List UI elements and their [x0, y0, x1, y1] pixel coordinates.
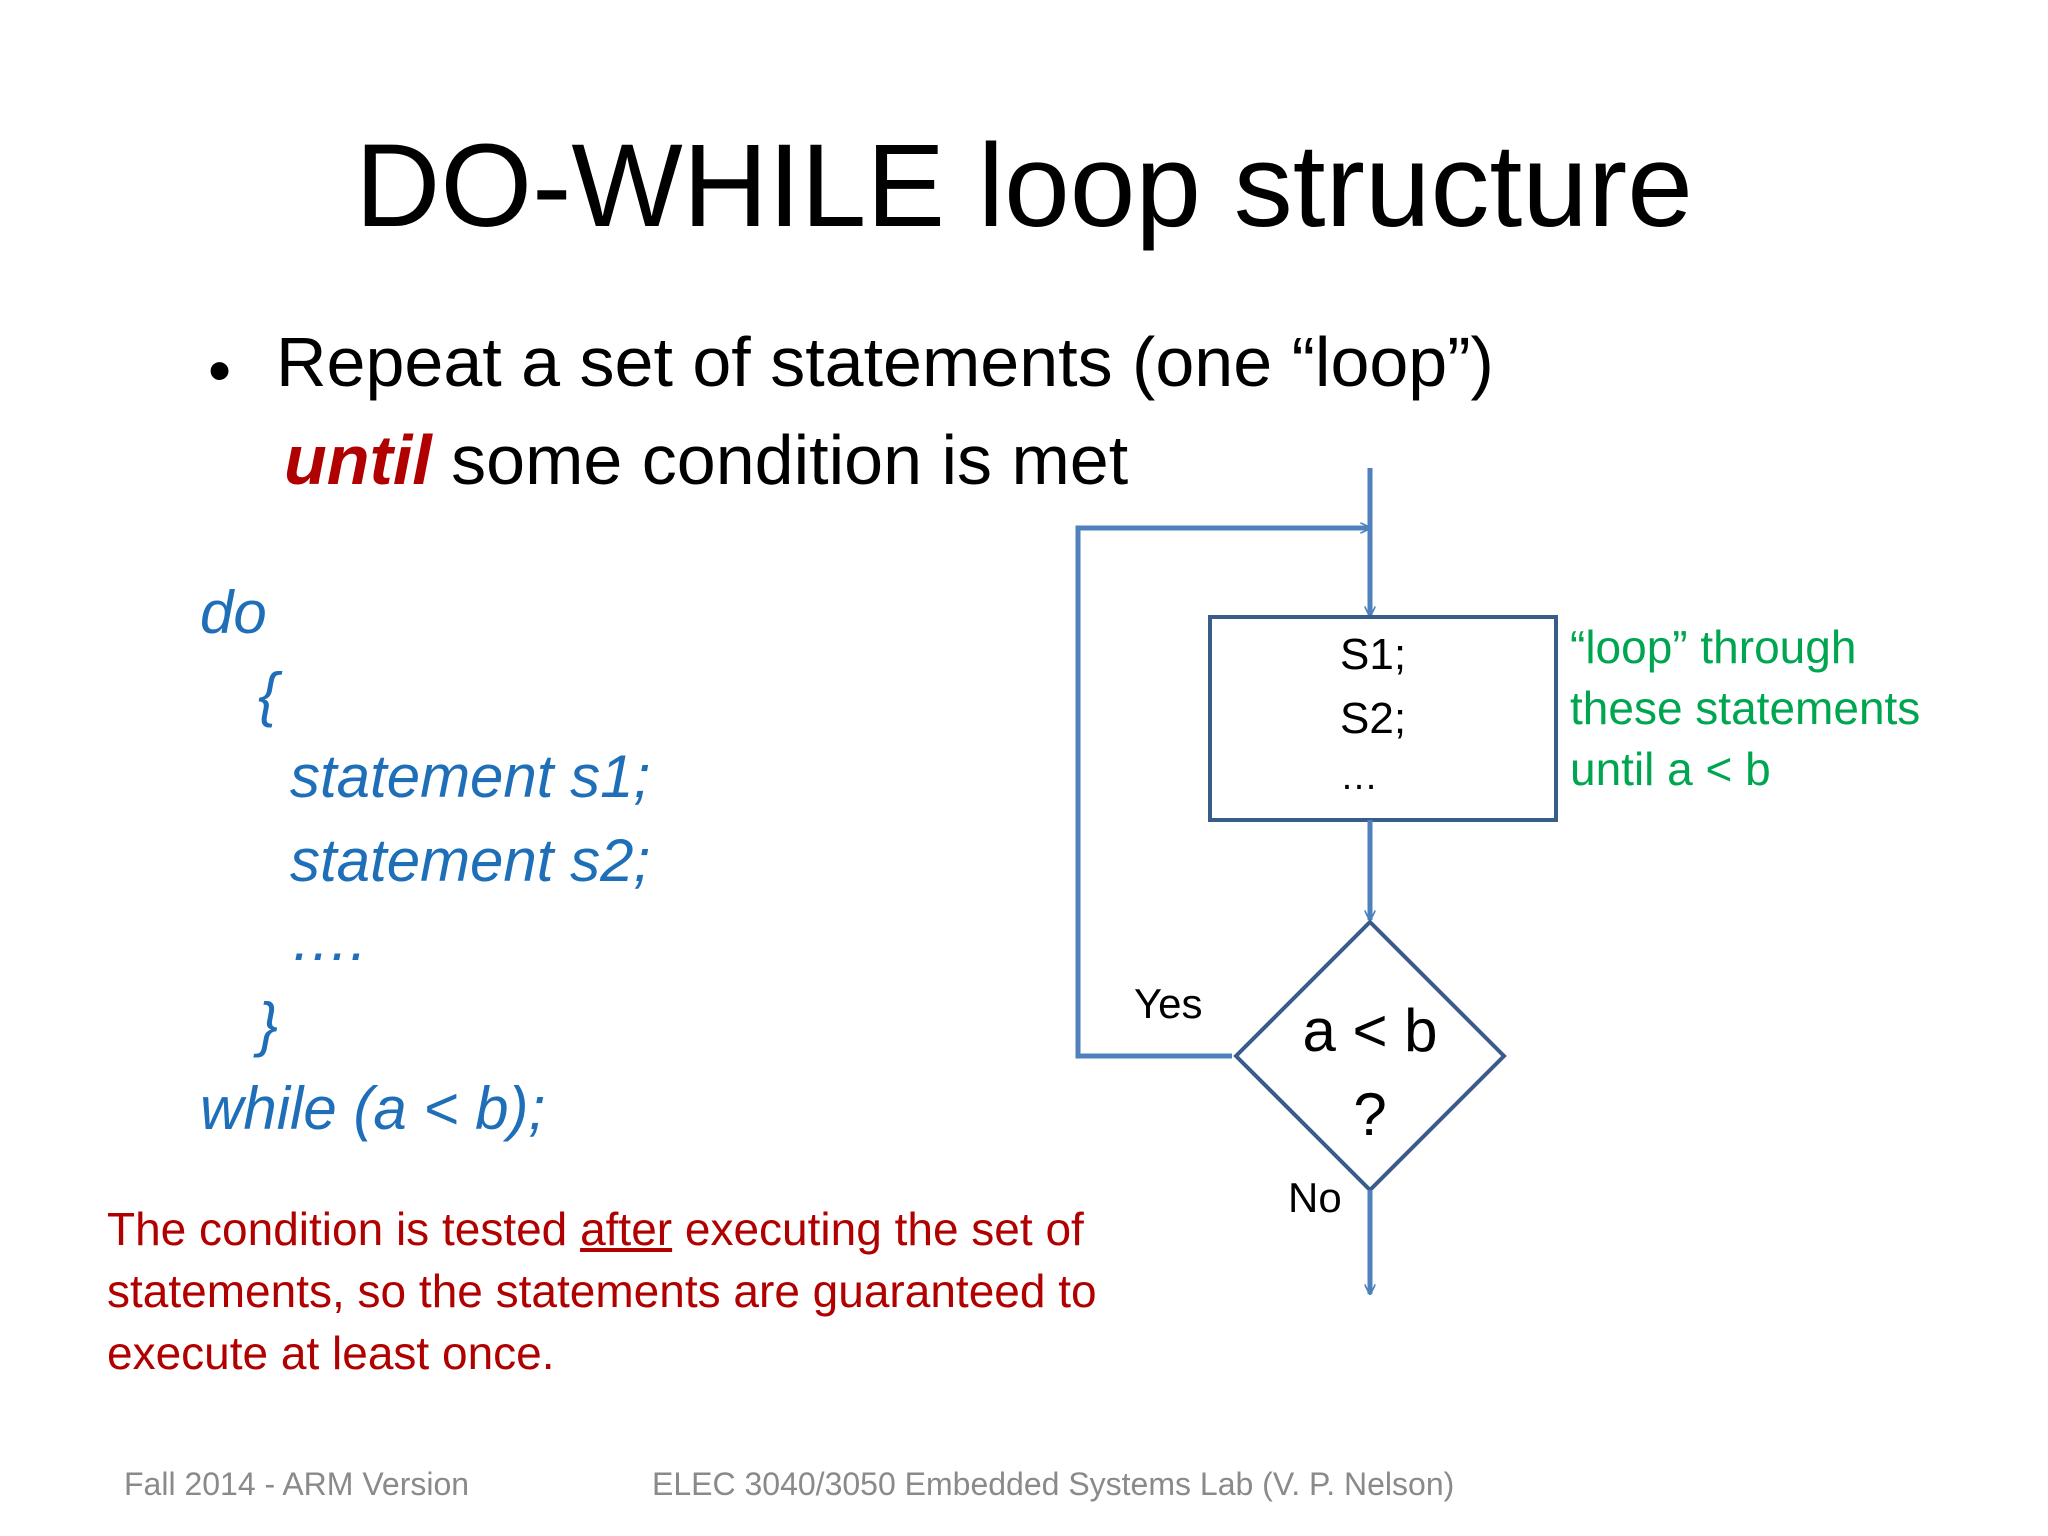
- decision-question-mark: ?: [1353, 1081, 1387, 1148]
- code-do: do: [200, 579, 267, 646]
- code-while: while (a < b);: [200, 1075, 546, 1142]
- code-statement-2: statement s2;: [290, 827, 651, 894]
- box-line-s2: S2;: [1340, 694, 1407, 743]
- side-note-line-1: “loop” through: [1570, 621, 1857, 673]
- code-ellipsis: ….: [290, 906, 367, 973]
- code-statement-1: statement s1;: [290, 743, 651, 810]
- box-line-ellipsis: …: [1340, 756, 1378, 798]
- side-note-line-2: these statements: [1570, 682, 1921, 734]
- code-close-brace: }: [258, 991, 279, 1058]
- until-emphasis: until: [284, 421, 432, 499]
- note-after-underlined: after: [580, 1203, 673, 1255]
- decision-condition: a < b: [1302, 997, 1438, 1064]
- bullet-dot: •: [208, 333, 232, 407]
- footer-left: Fall 2014 - ARM Version: [124, 1466, 470, 1502]
- slide-title: DO-WHILE loop structure: [355, 120, 1693, 252]
- loop-back-arrow: [1075, 528, 1370, 1059]
- bullet-line-1: Repeat a set of statements (one “loop”): [276, 323, 1494, 401]
- no-label: No: [1288, 1174, 1342, 1221]
- code-open-brace: {: [258, 661, 279, 728]
- note-line-3: execute at least once.: [107, 1327, 555, 1379]
- yes-label: Yes: [1134, 980, 1203, 1027]
- box-line-s1: S1;: [1340, 630, 1407, 679]
- bullet-line-2: until some condition is met: [284, 420, 1128, 500]
- side-note-line-3: until a < b: [1570, 743, 1771, 795]
- bullet-line-2-rest: some condition is met: [431, 421, 1129, 499]
- note-line-1-a: The condition is tested: [107, 1203, 581, 1255]
- footer-right: ELEC 3040/3050 Embedded Systems Lab (V. …: [652, 1466, 1455, 1502]
- statements-box: [1208, 615, 1558, 822]
- note-line-1-b: executing the set of: [672, 1203, 1084, 1255]
- note-line-2: statements, so the statements are guaran…: [107, 1265, 1097, 1317]
- note-line-1: The condition is tested after executing …: [107, 1202, 1084, 1256]
